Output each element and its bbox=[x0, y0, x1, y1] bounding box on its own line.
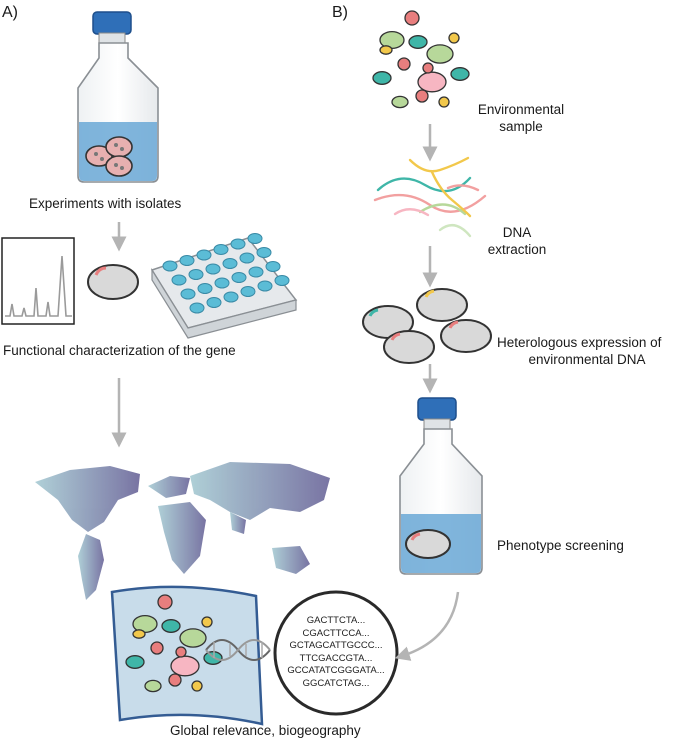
microbe bbox=[426, 44, 454, 64]
well-plate bbox=[150, 233, 298, 339]
microbe bbox=[161, 619, 181, 633]
culture-flask-b bbox=[399, 397, 483, 575]
microbe bbox=[404, 10, 420, 26]
well bbox=[248, 266, 264, 278]
sequence-line: CGACTTCCA... bbox=[302, 627, 370, 639]
isolate-cells bbox=[85, 136, 133, 177]
microbe bbox=[450, 67, 470, 81]
sequence-line: TTCGACCGTA... bbox=[299, 652, 373, 664]
microbe bbox=[372, 71, 392, 85]
microbe bbox=[191, 680, 203, 692]
label-functional: Functional characterization of the gene bbox=[3, 343, 236, 358]
chromatogram-plot bbox=[1, 237, 75, 325]
microbe bbox=[175, 646, 187, 658]
well bbox=[256, 247, 272, 258]
microbe bbox=[408, 35, 428, 49]
microbe bbox=[415, 89, 429, 103]
well bbox=[189, 302, 205, 314]
microbe bbox=[125, 655, 145, 669]
panel-label-b: B) bbox=[332, 4, 348, 21]
sequence-line: GCCATATCGGGATA... bbox=[287, 665, 385, 677]
microbe bbox=[417, 71, 447, 93]
microbe bbox=[422, 62, 434, 74]
well bbox=[231, 272, 247, 283]
label-phenotype: Phenotype screening bbox=[497, 538, 624, 553]
well bbox=[257, 280, 273, 292]
well bbox=[196, 249, 212, 261]
well bbox=[180, 288, 196, 300]
microbe bbox=[448, 32, 460, 44]
sequence-line: GCTAGCATTGCCC... bbox=[289, 640, 383, 652]
well bbox=[171, 274, 187, 286]
label-hetero-2: environmental DNA bbox=[528, 352, 646, 367]
microbe bbox=[201, 616, 213, 628]
well bbox=[239, 252, 255, 264]
microbe bbox=[170, 655, 200, 677]
well bbox=[222, 258, 238, 269]
well bbox=[188, 269, 204, 280]
label-isolates: Experiments with isolates bbox=[29, 196, 182, 211]
panel-label-a: A) bbox=[2, 4, 18, 21]
microbe bbox=[391, 95, 409, 109]
label-env-sample-2: sample bbox=[499, 119, 543, 134]
label-env-sample-1: Environmental bbox=[477, 102, 565, 117]
well bbox=[223, 291, 239, 303]
microbe bbox=[179, 628, 207, 648]
well bbox=[205, 263, 221, 275]
microbe bbox=[168, 673, 182, 687]
well bbox=[162, 260, 178, 272]
well bbox=[240, 286, 256, 297]
label-hetero-1: Heterologous expression of bbox=[497, 335, 662, 350]
microbe bbox=[144, 679, 162, 693]
well bbox=[214, 277, 230, 289]
sequence-line: GACTTCTA... bbox=[306, 615, 366, 626]
culture-flask-a bbox=[77, 11, 159, 183]
microbe bbox=[397, 57, 411, 71]
sequence-line: GGCATCTAG... bbox=[302, 677, 370, 689]
label-dna-1: DNA bbox=[502, 225, 532, 240]
well bbox=[206, 297, 222, 308]
sequence-list: GACTTCTA... CGACTTCCA... GCTAGCATTGCCC..… bbox=[276, 615, 396, 691]
microbe bbox=[157, 594, 173, 610]
well bbox=[247, 233, 263, 244]
microbe bbox=[379, 45, 393, 55]
label-global: Global relevance, biogeography bbox=[170, 723, 361, 738]
microbe bbox=[132, 629, 146, 639]
dna-fragments bbox=[373, 156, 487, 238]
arrow-phenotype-to-sequences bbox=[394, 591, 460, 661]
microbe bbox=[150, 641, 164, 655]
microbe-community-a bbox=[125, 594, 223, 693]
transformed-cell-a bbox=[87, 264, 139, 300]
well bbox=[213, 244, 229, 255]
well bbox=[179, 255, 195, 266]
well bbox=[230, 238, 246, 250]
world-map bbox=[35, 462, 330, 600]
well bbox=[274, 275, 290, 286]
dna-helix bbox=[205, 639, 271, 661]
label-dna-2: extraction bbox=[487, 242, 547, 257]
microbe-community-b bbox=[372, 10, 470, 109]
expression-cells bbox=[362, 288, 492, 364]
microbe bbox=[438, 96, 450, 108]
well bbox=[265, 261, 281, 272]
well bbox=[197, 283, 213, 294]
